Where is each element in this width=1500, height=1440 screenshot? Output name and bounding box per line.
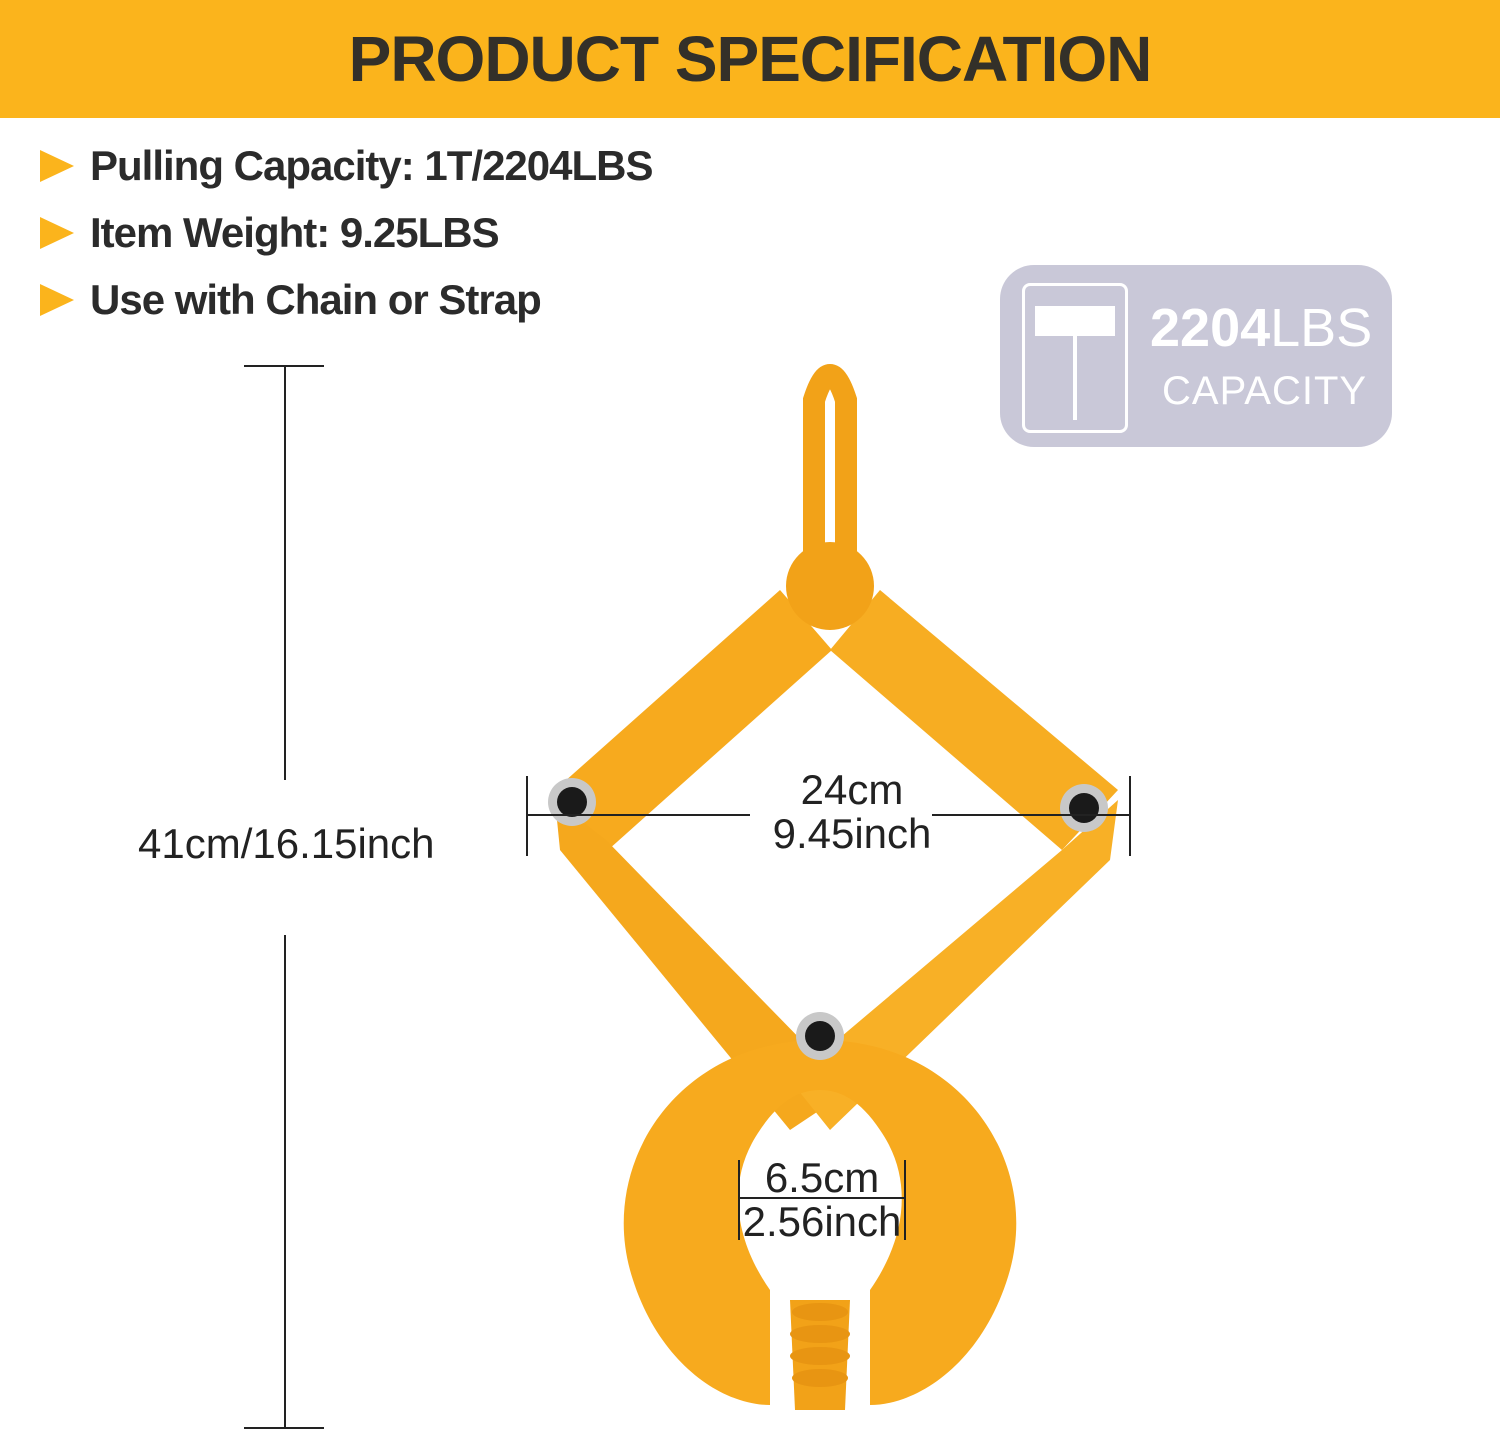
height-dimension-label: 41cm/16.15inch: [138, 820, 435, 867]
bolt-icon: [1060, 784, 1108, 832]
triangle-bullet-icon: [40, 216, 74, 249]
width-dimension-label: 24cm 9.45inch: [752, 768, 952, 856]
capacity-number: 2204: [1150, 298, 1271, 358]
list-item: Use with Chain or Strap: [40, 266, 653, 333]
triangle-bullet-icon: [40, 149, 74, 182]
spec-usage: Use with Chain or Strap: [90, 275, 542, 323]
capacity-unit: LBS: [1270, 298, 1373, 358]
bolt-icon: [548, 778, 596, 826]
spec-item-weight: Item Weight: 9.25LBS: [90, 208, 500, 256]
height-dimension-bottom-cap: [244, 1427, 324, 1429]
header-banner: PRODUCT SPECIFICATION: [0, 0, 1500, 118]
jaw-dimension-inch: 2.56inch: [742, 1198, 902, 1245]
list-item: Item Weight: 9.25LBS: [40, 199, 653, 266]
list-item: Pulling Capacity: 1T/2204LBS: [40, 132, 654, 199]
weight-plate-icon: [1022, 283, 1128, 433]
capacity-label: CAPACITY: [1162, 369, 1368, 413]
height-dimension-line-lower: [284, 935, 286, 1428]
height-dimension-line-upper: [284, 365, 286, 780]
triangle-bullet-icon: [40, 283, 74, 316]
page-title: PRODUCT SPECIFICATION: [348, 23, 1153, 95]
bolt-icon: [796, 1012, 844, 1060]
capacity-amount: 2204LBS: [1150, 297, 1372, 359]
width-dimension-cm: 24cm: [800, 766, 904, 813]
jaw-dimension-cm: 6.5cm: [764, 1154, 880, 1201]
spec-pulling-capacity: Pulling Capacity: 1T/2204LBS: [90, 141, 654, 189]
spec-list: Pulling Capacity: 1T/2204LBS Item Weight…: [40, 132, 654, 333]
capacity-badge: 2204LBS CAPACITY: [1000, 265, 1392, 447]
width-dimension-inch: 9.45inch: [772, 810, 932, 857]
jaw-dimension-label: 6.5cm 2.56inch: [738, 1156, 906, 1244]
